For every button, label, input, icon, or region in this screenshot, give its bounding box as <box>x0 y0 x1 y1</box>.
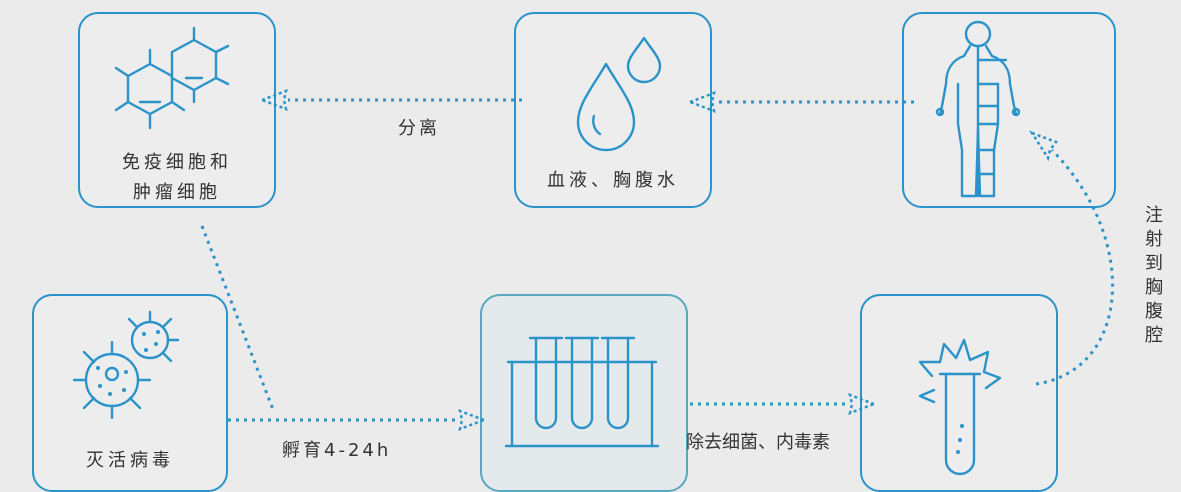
arrow-immune-to-incubate <box>200 225 276 413</box>
edge-label-inject: 注射到胸腹腔 <box>1145 205 1163 346</box>
node-blood: 血液、胸腹水 <box>514 12 712 208</box>
edge-label-incubate: 孵育4-24h <box>282 440 392 461</box>
edge-label-remove: 除去细菌、内毒素 <box>686 432 830 453</box>
human-body-icon <box>935 20 1021 198</box>
node-flask <box>860 294 1058 492</box>
node-blood-label: 血液、胸腹水 <box>547 170 679 191</box>
arrow-inject <box>1028 130 1115 386</box>
arrow-human-to-blood <box>686 91 914 113</box>
molecule-icon <box>114 26 230 130</box>
burst-tube-icon <box>918 338 1002 476</box>
test-tubes-icon <box>504 336 660 448</box>
arrow-separate <box>258 89 522 111</box>
node-virus-label: 灭活病毒 <box>86 450 174 471</box>
edge-label-separate: 分离 <box>398 118 440 139</box>
arrow-incubate <box>228 409 488 431</box>
node-test-tubes <box>480 294 688 492</box>
node-immune-label: 免疫细胞和 肿瘤细胞 <box>122 152 232 203</box>
water-drop-icon <box>576 36 662 152</box>
virus-icon <box>72 310 180 420</box>
node-human <box>902 12 1116 208</box>
node-immune-cells: 免疫细胞和 肿瘤细胞 <box>78 12 276 208</box>
arrow-remove <box>690 393 878 415</box>
